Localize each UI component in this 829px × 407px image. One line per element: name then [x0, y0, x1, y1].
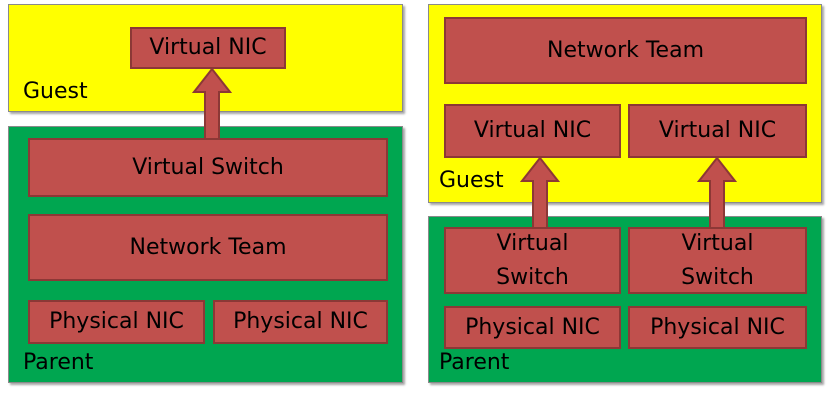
left-physical-nic-1-label: Physical NIC	[49, 309, 184, 334]
left-network-team[interactable]: Network Team	[28, 214, 388, 281]
right-guest-label: Guest	[439, 168, 504, 193]
right-guest-virtual-nic-2[interactable]: Virtual NIC	[628, 104, 807, 158]
right-network-team[interactable]: Network Team	[444, 17, 807, 84]
left-guest-virtual-nic[interactable]: Virtual NIC	[130, 27, 286, 69]
right-physical-nic-1-label: Physical NIC	[465, 314, 600, 340]
left-physical-nic-1[interactable]: Physical NIC	[28, 300, 205, 344]
right-network-team-label: Network Team	[547, 37, 704, 63]
right-up-arrow-2-icon	[697, 157, 737, 229]
right-physical-nic-2[interactable]: Physical NIC	[628, 306, 807, 349]
right-virtual-switch-2-label: Virtual Switch	[681, 230, 754, 290]
right-virtual-switch-1-label: Virtual Switch	[496, 230, 569, 290]
right-physical-nic-2-label: Physical NIC	[650, 314, 785, 340]
left-guest-label: Guest	[23, 79, 88, 104]
right-guest-virtual-nic-1[interactable]: Virtual NIC	[444, 104, 621, 158]
right-virtual-switch-1[interactable]: Virtual Switch	[444, 227, 621, 294]
left-virtual-switch[interactable]: Virtual Switch	[28, 138, 388, 197]
right-parent-label: Parent	[439, 350, 510, 375]
left-parent-label: Parent	[23, 350, 94, 375]
right-guest-virtual-nic-1-label: Virtual NIC	[473, 118, 592, 143]
right-physical-nic-1[interactable]: Physical NIC	[444, 306, 621, 349]
left-physical-nic-2[interactable]: Physical NIC	[213, 300, 388, 344]
right-up-arrow-1-icon	[520, 157, 560, 229]
left-up-arrow-icon	[192, 68, 232, 140]
right-guest-virtual-nic-2-label: Virtual NIC	[658, 118, 777, 143]
left-physical-nic-2-label: Physical NIC	[233, 309, 368, 334]
left-guest-virtual-nic-label: Virtual NIC	[149, 35, 267, 60]
left-network-team-label: Network Team	[129, 234, 287, 260]
left-virtual-switch-label: Virtual Switch	[132, 154, 284, 180]
right-virtual-switch-2[interactable]: Virtual Switch	[628, 227, 807, 294]
